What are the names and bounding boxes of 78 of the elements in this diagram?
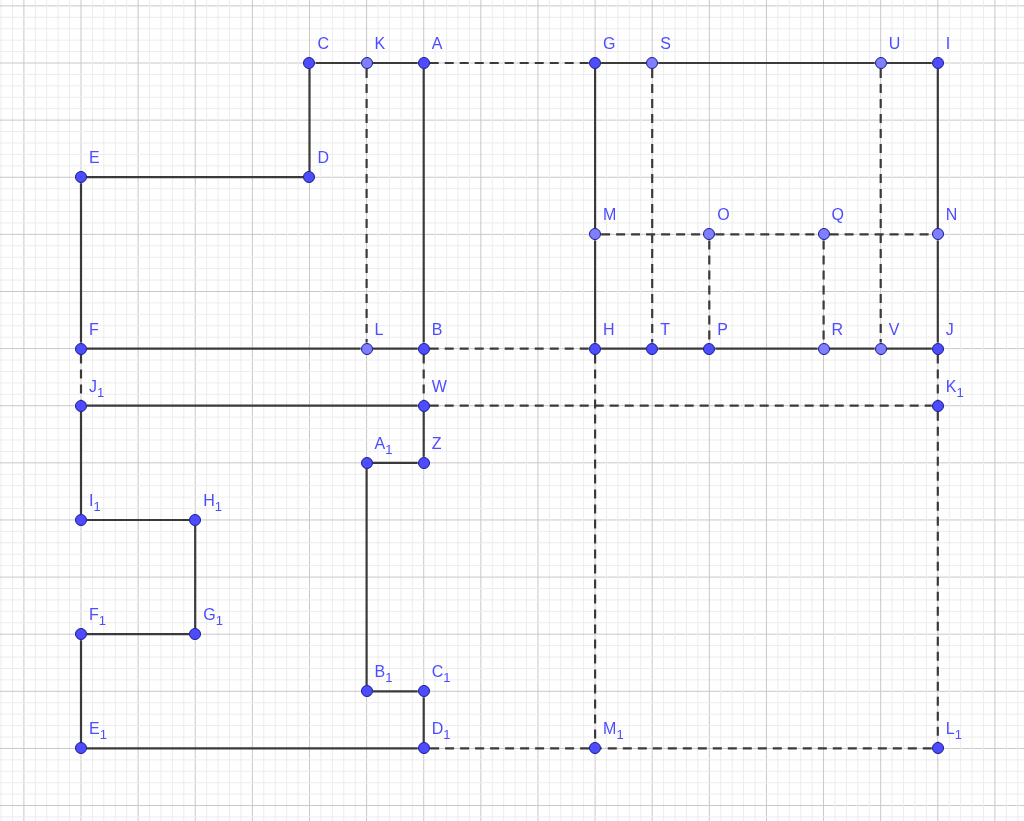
point-label: B	[431, 320, 443, 339]
dashed-line-segment	[365, 69, 368, 343]
point-label: R	[831, 320, 844, 339]
point-label: H$_{1}$	[203, 491, 223, 510]
point-label: A$_{1}$	[374, 434, 393, 453]
dashed-line-segment	[429, 404, 932, 407]
line-segment	[936, 240, 939, 343]
line-segment	[422, 697, 425, 743]
point-label: G$_{1}$	[203, 606, 223, 625]
dashed-line-segment	[429, 347, 590, 350]
point-label: D	[317, 149, 330, 168]
line-segment	[87, 404, 418, 407]
line-segment	[886, 61, 932, 65]
point-label: Z	[431, 434, 442, 453]
line-segment	[372, 461, 418, 464]
line-segment	[601, 347, 647, 350]
point-label: S	[660, 35, 671, 53]
point-label: L	[374, 320, 384, 339]
line-segment	[422, 69, 425, 343]
line-segment	[594, 240, 597, 343]
line-segment	[87, 176, 304, 179]
point-label: L$_{1}$	[945, 720, 962, 739]
point-label: B$_{1}$	[374, 663, 393, 682]
dashed-line-segment	[429, 747, 590, 750]
line-segment	[601, 61, 647, 65]
line-segment	[658, 61, 875, 65]
line-segment	[372, 690, 418, 693]
line-segment	[79, 183, 83, 343]
point-label: J	[945, 320, 954, 339]
point-label: I$_{1}$	[89, 491, 101, 510]
line-segment	[79, 411, 83, 514]
point-label: O	[717, 206, 730, 225]
line-segment	[315, 61, 361, 65]
point-label: A	[431, 35, 443, 53]
line-segment	[936, 69, 939, 229]
line-segment	[87, 518, 190, 522]
point-label: H	[603, 320, 615, 339]
line-segment	[715, 347, 818, 350]
point-label: F$_{1}$	[89, 606, 106, 625]
point-label: W	[431, 377, 447, 396]
point-label: T	[660, 320, 670, 339]
point-label: K$_{1}$	[945, 377, 964, 396]
point-label: F	[89, 320, 99, 339]
point-label: E$_{1}$	[89, 720, 107, 739]
line-segment	[372, 61, 418, 65]
line-segment	[658, 347, 704, 350]
line-segment	[87, 633, 190, 636]
line-segment	[194, 526, 197, 629]
line-segment	[87, 747, 418, 750]
point-label: G	[603, 35, 616, 53]
line-segment	[829, 347, 875, 350]
point-label: D$_{1}$	[431, 720, 451, 739]
point-label: M	[603, 206, 617, 225]
dashed-line-segment	[651, 69, 654, 343]
point-label: E	[89, 149, 100, 168]
point-label: V	[888, 320, 900, 339]
point-label: N	[945, 206, 958, 225]
point-label: C$_{1}$	[431, 663, 451, 682]
dashed-line-segment	[879, 69, 882, 343]
point-label: M$_{1}$	[603, 720, 624, 739]
point-label: I	[945, 35, 951, 53]
point-label: K	[374, 35, 386, 53]
line-segment	[365, 468, 368, 686]
line-segment	[87, 347, 361, 350]
line-segment	[422, 411, 425, 457]
point-label: U	[888, 35, 901, 53]
line-segment	[79, 640, 83, 743]
dashed-line-segment	[829, 233, 932, 236]
point-label: P	[717, 320, 728, 339]
point-label: Q	[831, 206, 844, 225]
line-segment	[886, 347, 932, 350]
point-label: C	[317, 35, 330, 53]
line-segment	[308, 69, 311, 172]
line-segment	[594, 69, 597, 229]
point-label: J$_{1}$	[89, 377, 105, 396]
dashed-line-segment	[429, 61, 590, 65]
line-segment	[372, 347, 418, 350]
dashed-line-segment	[601, 747, 932, 750]
